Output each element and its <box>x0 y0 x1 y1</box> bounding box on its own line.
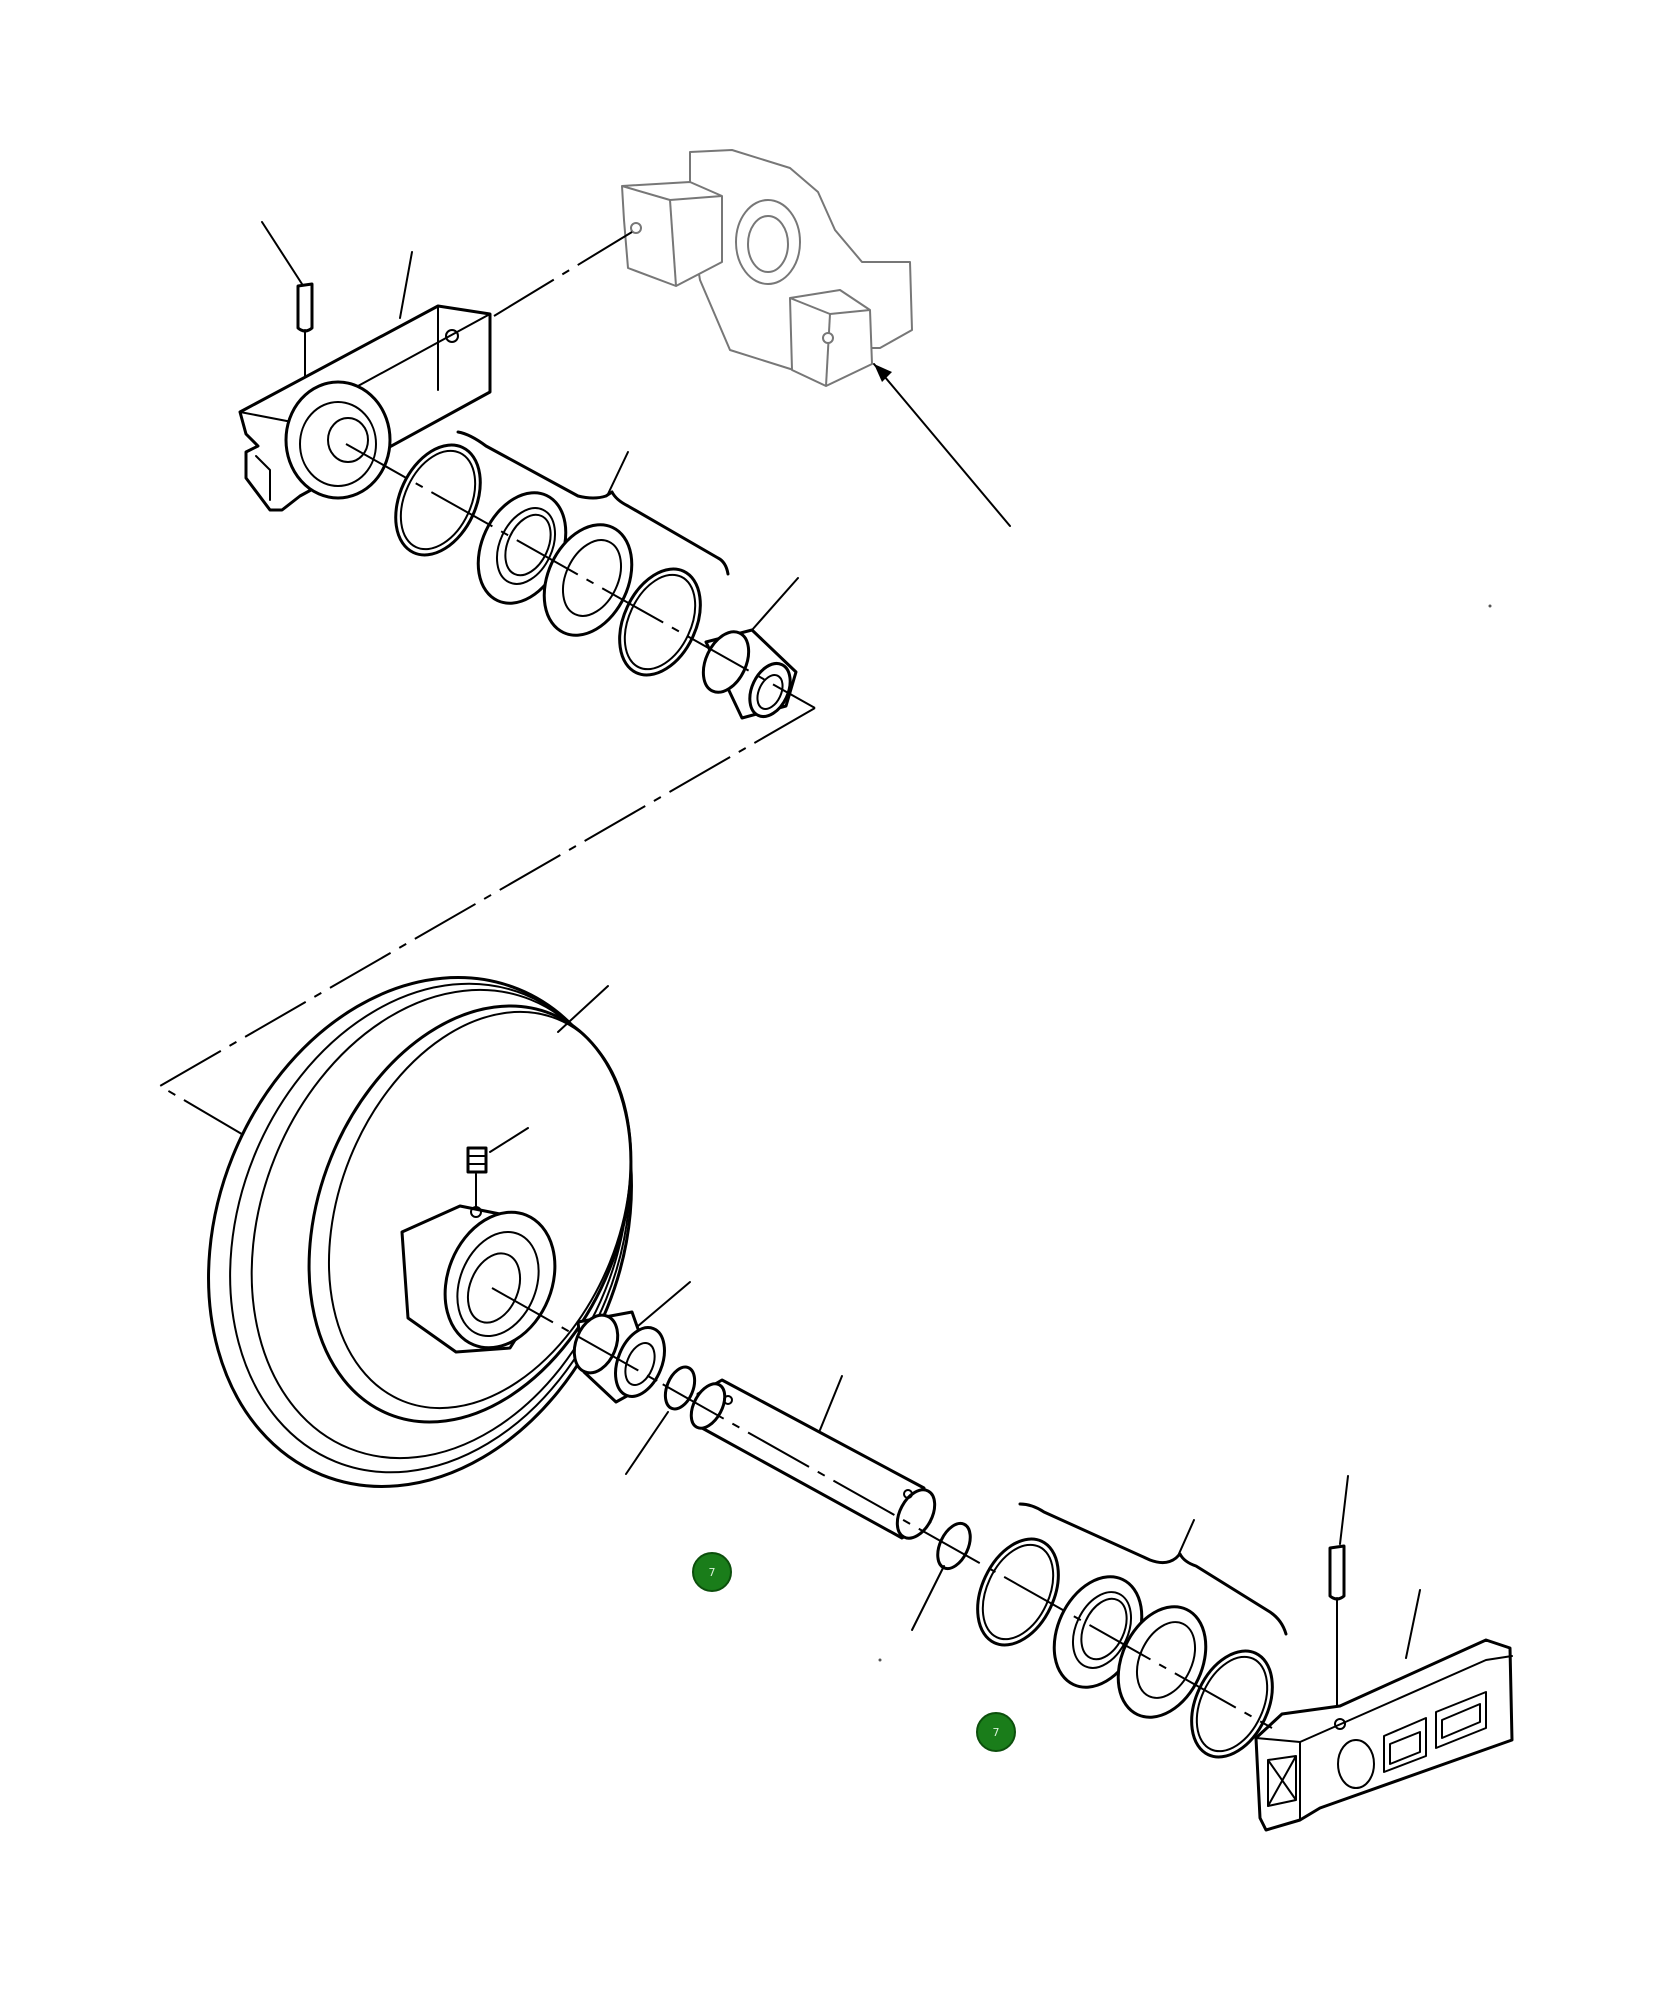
callout-hotspot-label: 7 <box>709 1566 716 1579</box>
mounting-bracket-part <box>621 149 913 387</box>
lower-oring-outer-part <box>976 1537 1060 1647</box>
shaft-part <box>689 1378 937 1540</box>
callout-hotspot-label: 7 <box>993 1726 1000 1739</box>
small-oring-right-part <box>936 1521 972 1571</box>
upper-assembly-axis-line <box>345 443 816 709</box>
lower-oring-inner-part <box>1190 1649 1274 1759</box>
small-oring-left-part <box>663 1365 697 1411</box>
upper-bushing-part <box>701 628 798 720</box>
lower-pin-part <box>1328 1544 1346 1719</box>
plug-leader-line <box>489 1127 529 1153</box>
bracket-leader-arrowhead <box>874 364 892 382</box>
upper-pin-part <box>296 282 314 387</box>
lower-support-block-part <box>1254 1638 1514 1832</box>
callout-hotspot[interactable]: 7 <box>976 1712 1016 1752</box>
bracket-alignment-line <box>493 231 633 317</box>
lower-support-leader-line <box>1405 1589 1421 1659</box>
upper-pin-leader-line <box>261 221 303 285</box>
upper-oring-inner-part <box>618 567 702 677</box>
upper-seal-group-leader-line <box>607 451 629 495</box>
lower-bushing-part <box>572 1310 666 1404</box>
upper-bushing-leader-line <box>751 577 799 631</box>
plug-part <box>466 1146 488 1218</box>
lower-assembly-axis-line <box>491 1287 1273 1729</box>
lower-pin-leader-line <box>1339 1475 1349 1545</box>
small-oring-right-leader-line <box>911 1565 945 1631</box>
shaft-leader-line <box>819 1375 843 1431</box>
upper-support-leader-line <box>399 251 413 319</box>
small-oring-left-leader-line <box>625 1411 669 1475</box>
callout-hotspot[interactable]: 7 <box>692 1552 732 1592</box>
lower-seal-ring-2-part <box>1116 1605 1208 1719</box>
stray-dot <box>878 1658 882 1662</box>
idler-wheel-part <box>207 976 633 1488</box>
bracket-leader-line <box>873 363 1011 527</box>
upper-support-block-part <box>238 304 492 512</box>
assembly-connector-line <box>158 707 816 1141</box>
idler-wheel-leader-line <box>557 985 609 1033</box>
lower-bushing-leader-line <box>637 1281 691 1327</box>
stray-dot <box>1488 604 1492 608</box>
lower-seal-group-leader-line <box>1177 1519 1195 1557</box>
